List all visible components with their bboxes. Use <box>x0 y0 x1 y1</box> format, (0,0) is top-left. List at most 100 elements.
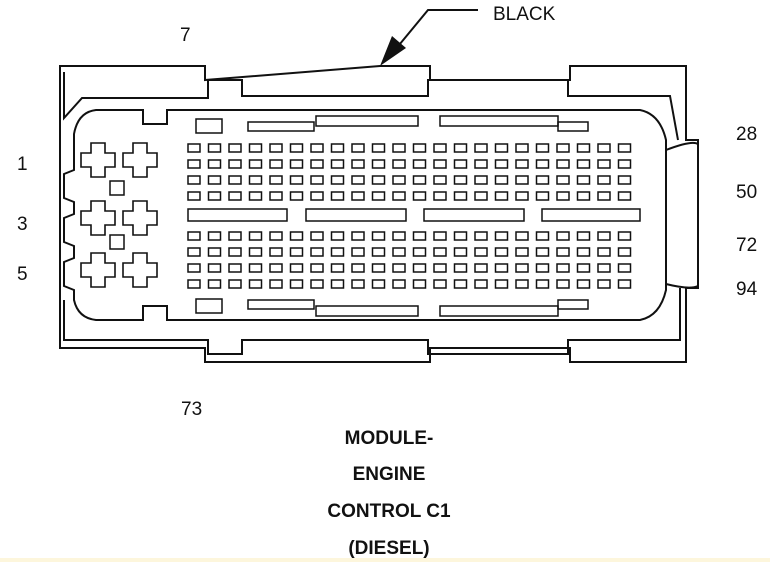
center-slot <box>187 208 288 222</box>
pin-cavity <box>535 143 550 153</box>
pin-cavity <box>310 247 324 257</box>
pin-cavity <box>535 247 550 257</box>
pin-cavity <box>228 247 242 257</box>
pin-cavity <box>535 191 550 201</box>
callout-arrow <box>380 9 478 66</box>
pin-cavity <box>351 247 365 257</box>
pin-cavity <box>453 191 468 201</box>
pin-cavity <box>207 279 222 289</box>
pin-cavity <box>433 175 447 185</box>
pin-cavity <box>351 175 365 185</box>
pin-cavity <box>207 263 222 273</box>
keying-slot-bottom <box>315 305 419 317</box>
pin-cavity <box>412 143 427 153</box>
pin-cavity <box>576 191 591 201</box>
pin-cavity <box>228 143 242 153</box>
pin-cavity <box>207 175 222 185</box>
pin-cavity <box>412 263 427 273</box>
pin-cavity <box>248 143 263 153</box>
pin-cavity <box>330 143 345 153</box>
pin-cavity <box>248 279 263 289</box>
pin-cavity <box>289 191 304 201</box>
pin-cavity <box>289 159 304 169</box>
pin-cavity <box>310 263 324 273</box>
pin-cavity <box>371 247 386 257</box>
pin-cavity <box>597 263 611 273</box>
pin-cavity <box>289 263 304 273</box>
key-square-top <box>195 118 223 134</box>
keying-slot-bottom <box>439 305 559 317</box>
pin-cavity <box>351 231 365 241</box>
pin-cavity <box>576 231 591 241</box>
pin-cavity <box>351 159 365 169</box>
pin-cavity <box>556 191 570 201</box>
pin-cavity <box>228 231 242 241</box>
key-square-bottom <box>195 298 223 314</box>
pin-cavity <box>248 191 263 201</box>
power-terminal <box>80 252 116 288</box>
pin-cavity <box>269 175 283 185</box>
pin-label-right-72: 72 <box>736 235 758 256</box>
pin-cavity <box>289 175 304 185</box>
pin-cavity <box>392 191 406 201</box>
pin-label-bottom-left: 73 <box>181 399 203 420</box>
pin-cavity <box>597 247 611 257</box>
pin-face <box>63 109 667 321</box>
pin-cavity <box>392 159 406 169</box>
pin-cavity <box>515 175 529 185</box>
pin-grid <box>187 143 632 289</box>
pin-cavity <box>269 191 283 201</box>
center-slot <box>423 208 525 222</box>
pin-cavity <box>453 263 468 273</box>
pin-cavity <box>494 263 509 273</box>
pin-cavity <box>371 159 386 169</box>
pin-cavity <box>392 263 406 273</box>
terminal-key <box>109 180 125 196</box>
pin-cavity <box>597 175 611 185</box>
pin-cavity <box>207 159 222 169</box>
pin-cavity <box>617 263 632 273</box>
power-terminal <box>80 200 116 236</box>
pin-cavity <box>351 279 365 289</box>
pin-cavity <box>187 143 201 153</box>
inner-outline-top <box>63 72 679 141</box>
pin-cavity <box>187 263 201 273</box>
pin-cavity <box>474 175 488 185</box>
pin-cavity <box>371 231 386 241</box>
pin-cavity <box>330 159 345 169</box>
pin-cavity <box>535 159 550 169</box>
pin-cavity <box>556 159 570 169</box>
pin-cavity <box>433 191 447 201</box>
pin-cavity <box>515 247 529 257</box>
pin-cavity <box>556 263 570 273</box>
pin-cavity <box>494 279 509 289</box>
pin-cavity <box>576 263 591 273</box>
pin-cavity <box>248 231 263 241</box>
pin-cavity <box>576 247 591 257</box>
pin-cavity <box>474 159 488 169</box>
pin-cavity <box>494 159 509 169</box>
pin-label-right-28: 28 <box>736 124 758 145</box>
pin-cavity <box>228 191 242 201</box>
pin-cavity <box>187 247 201 257</box>
pin-cavity <box>494 191 509 201</box>
pin-cavity <box>187 231 201 241</box>
pin-cavity <box>535 263 550 273</box>
pin-cavity <box>494 143 509 153</box>
pin-cavity <box>494 247 509 257</box>
pin-cavity <box>556 247 570 257</box>
pin-cavity <box>269 231 283 241</box>
pin-cavity <box>207 191 222 201</box>
pin-cavity <box>371 143 386 153</box>
pin-cavity <box>371 263 386 273</box>
pin-cavity <box>617 231 632 241</box>
pin-cavity <box>310 191 324 201</box>
keying-slot-top <box>557 121 589 132</box>
pin-cavity <box>228 175 242 185</box>
pin-cavity <box>330 263 345 273</box>
pin-cavity <box>269 247 283 257</box>
pin-cavity <box>248 263 263 273</box>
pin-cavity <box>248 175 263 185</box>
pin-label-top-left: 7 <box>180 25 191 46</box>
